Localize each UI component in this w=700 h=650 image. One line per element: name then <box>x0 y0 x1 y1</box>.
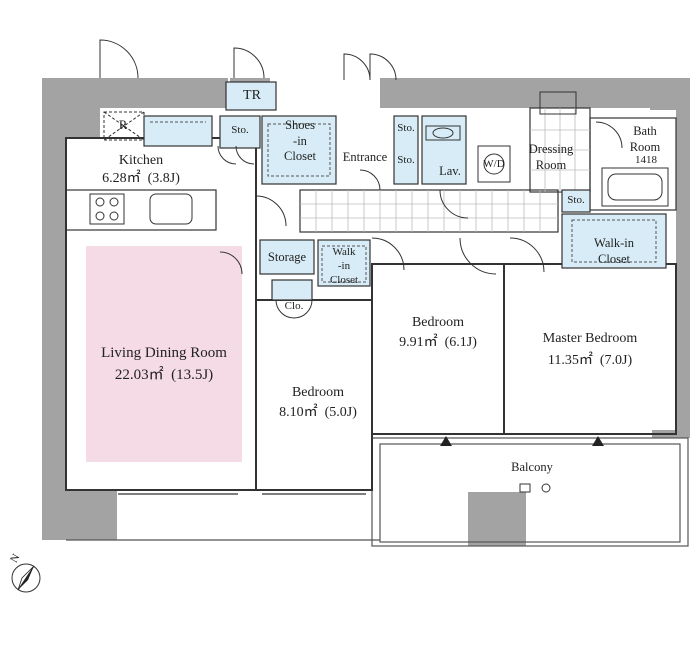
living-area-highlight <box>86 246 242 462</box>
master-bedroom-name: Master Bedroom <box>542 331 638 346</box>
storage-label-kitchen: Sto. <box>231 124 249 136</box>
corridor-tiles <box>300 190 558 232</box>
lavatory-fixtures <box>425 91 577 183</box>
dressing-tiles <box>530 108 590 192</box>
storage-label-entrance-1: Sto. <box>397 122 415 134</box>
shoes-closet-label: Shoes -in Closet <box>284 118 316 164</box>
tr-box <box>225 81 277 111</box>
bedroom-small-area: 8.10㎡ (5.0J) <box>279 405 357 420</box>
lav-label: Lav. <box>439 164 461 178</box>
tr-label: TR <box>243 88 261 103</box>
windows <box>118 433 660 495</box>
kitchen-area: 6.28㎡ (3.8J) <box>102 171 180 186</box>
bath-room-size: 1418 <box>635 154 657 166</box>
balcony-outline <box>66 437 689 547</box>
closet-rails <box>150 121 657 283</box>
clo-label: Clo. <box>284 300 304 312</box>
dressing-room-label: Dressing Room <box>528 142 574 172</box>
storage-label: Storage <box>267 250 307 264</box>
window-markers <box>440 436 604 446</box>
bedroom-mid-name: Bedroom <box>411 315 465 330</box>
walk-in-closet-small-label: Walk -in Closet <box>329 246 359 286</box>
compass-icon <box>11 563 41 593</box>
refrigerator-label: R <box>118 118 128 132</box>
wd-label: W/D <box>483 158 505 170</box>
bedroom-mid-area: 9.91㎡ (6.1J) <box>399 335 477 350</box>
balcony-label: Balcony <box>511 460 553 474</box>
storage-label-entrance-2: Sto. <box>397 154 415 166</box>
entrance-label: Entrance <box>342 150 388 164</box>
walk-in-closet-label: Walk-in Closet <box>594 236 634 266</box>
refrigerator-icon <box>103 111 145 141</box>
kitchen-fixtures <box>89 193 193 225</box>
balcony-fixture <box>519 483 551 493</box>
storage-blocks <box>143 115 667 301</box>
storage-label-bath: Sto. <box>567 194 585 206</box>
bedroom-small-name: Bedroom <box>291 385 345 400</box>
bathtub-icon <box>601 167 669 207</box>
master-bedroom-area: 11.35㎡ (7.0J) <box>547 353 633 368</box>
bath-room-label: Bath Room <box>629 124 661 154</box>
living-name: Living Dining Room <box>101 345 227 361</box>
door-swings <box>99 39 623 319</box>
kitchen-name: Kitchen <box>118 153 164 168</box>
living-area: 22.03㎡ (13.5J) <box>114 367 214 383</box>
